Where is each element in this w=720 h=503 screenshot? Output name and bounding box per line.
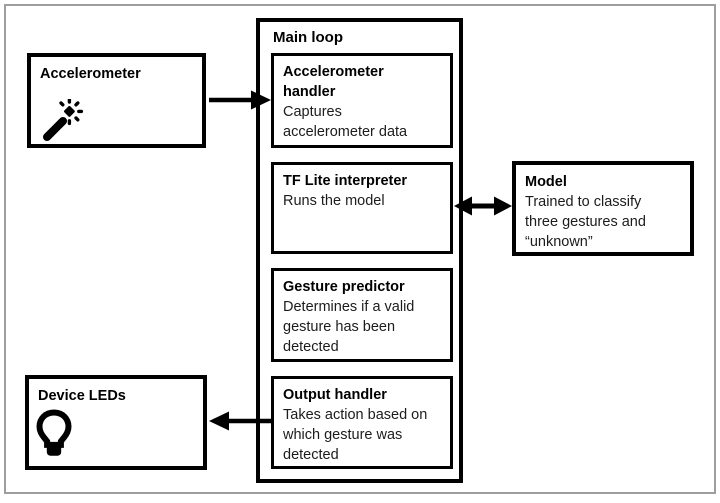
main-loop-step-output-handler: Output handler Takes action based on whi… (271, 376, 453, 469)
step-description: Captures accelerometer data (283, 104, 408, 140)
model-box-title: Model (525, 174, 567, 190)
step-description: Runs the model (283, 193, 385, 209)
main-loop-step-accelerometer-handler: Accelerometer handler Captures accelerom… (271, 53, 453, 148)
model-box: Model Trained to classify three gestures… (512, 161, 694, 256)
magic-wand-icon (41, 97, 85, 148)
accelerometer-box-title: Accelerometer (40, 66, 141, 82)
main-loop-step-tf-lite-interpreter: TF Lite interpreter Runs the model (271, 162, 453, 254)
lightbulb-icon (36, 409, 72, 466)
step-description: Takes action based on which gesture was … (283, 407, 428, 463)
step-title: Output handler (283, 387, 387, 403)
accelerometer-box: Accelerometer (27, 53, 206, 148)
device-leds-box: Device LEDs (25, 375, 207, 470)
arrow-accelerometer-to-handler (208, 89, 271, 116)
step-title: TF Lite interpreter (283, 173, 408, 189)
step-title: Accelerometer handler (283, 64, 384, 100)
model-box-description: Trained to classify three gestures and “… (525, 194, 646, 250)
main-loop-container: Main loop Accelerometer handler Captures… (256, 18, 463, 483)
main-loop-step-gesture-predictor: Gesture predictor Determines if a valid … (271, 268, 453, 362)
device-leds-box-title: Device LEDs (38, 388, 126, 404)
step-description: Determines if a valid gesture has been d… (283, 299, 415, 355)
main-loop-title: Main loop (273, 29, 343, 46)
step-title: Gesture predictor (283, 279, 405, 295)
arrow-interpreter-model-bidirectional (454, 195, 512, 222)
arrow-output-handler-to-device-leds (209, 410, 272, 437)
